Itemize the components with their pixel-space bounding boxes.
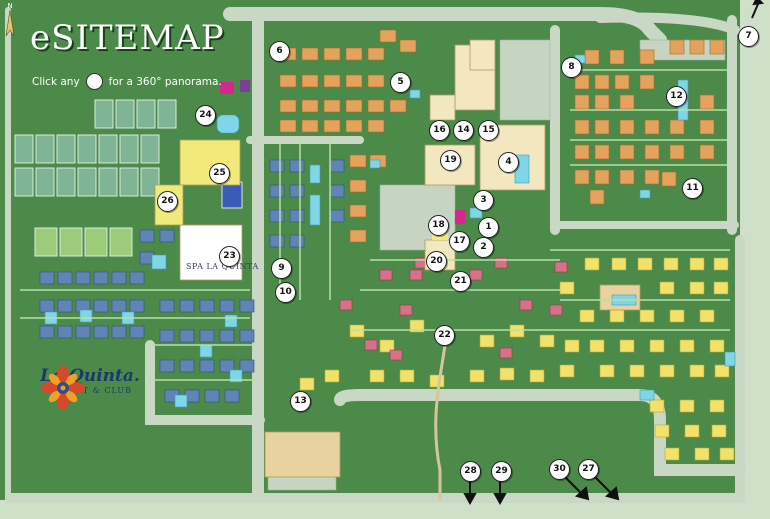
panorama-marker-icon — [85, 73, 103, 90]
panorama-marker-26[interactable]: 26 — [157, 191, 178, 212]
panorama-marker-9[interactable]: 9 — [271, 258, 292, 279]
yellow-casitas — [299, 257, 735, 461]
spa-label: SPA LA QUINTA — [186, 262, 259, 271]
flower-logo-icon — [41, 366, 85, 410]
north-arrow-icon: N — [5, 2, 15, 37]
panorama-marker-12[interactable]: 12 — [666, 86, 687, 107]
panorama-marker-25[interactable]: 25 — [209, 163, 230, 184]
panorama-marker-28[interactable]: 28 — [460, 461, 481, 482]
panorama-marker-22[interactable]: 22 — [434, 325, 455, 346]
panorama-marker-18[interactable]: 18 — [428, 215, 449, 236]
tennis-courts — [14, 99, 243, 257]
panorama-marker-10[interactable]: 10 — [275, 282, 296, 303]
logo-tagline: RESORT & CLUB — [48, 386, 132, 395]
panorama-marker-15[interactable]: 15 — [478, 120, 499, 141]
panorama-marker-24[interactable]: 24 — [195, 105, 216, 126]
panorama-marker-14[interactable]: 14 — [453, 120, 474, 141]
light-paths — [20, 69, 730, 381]
panorama-marker-20[interactable]: 20 — [426, 251, 447, 272]
panorama-marker-6[interactable]: 6 — [269, 41, 290, 62]
panorama-marker-5[interactable]: 5 — [390, 72, 411, 93]
panorama-marker-13[interactable]: 13 — [290, 391, 311, 412]
panorama-instruction: Click any for a 360° panorama. — [32, 73, 222, 90]
panorama-marker-3[interactable]: 3 — [473, 190, 494, 211]
blue-casitas — [39, 159, 345, 403]
panorama-marker-29[interactable]: 29 — [491, 461, 512, 482]
resort-logo: La Quinta. RESORT & CLUB — [40, 365, 140, 410]
orange-casitas — [279, 29, 725, 243]
panorama-marker-17[interactable]: 17 — [449, 231, 470, 252]
panorama-marker-19[interactable]: 19 — [440, 150, 461, 171]
panorama-marker-11[interactable]: 11 — [682, 178, 703, 199]
panorama-marker-16[interactable]: 16 — [429, 120, 450, 141]
panorama-marker-23[interactable]: 23 — [219, 246, 240, 267]
map-title: eSITEMAP — [30, 18, 225, 58]
panorama-marker-30[interactable]: 30 — [549, 459, 570, 480]
entrance-arrows — [463, 0, 765, 506]
panorama-marker-2[interactable]: 2 — [473, 237, 494, 258]
instruction-before: Click any — [32, 75, 80, 88]
walking-path — [434, 344, 447, 500]
panorama-marker-8[interactable]: 8 — [561, 57, 582, 78]
panorama-marker-4[interactable]: 4 — [498, 152, 519, 173]
panorama-marker-1[interactable]: 1 — [478, 217, 499, 238]
instruction-after: for a 360° panorama. — [108, 75, 222, 88]
panorama-marker-21[interactable]: 21 — [450, 271, 471, 292]
compass-label: N — [7, 2, 12, 10]
pink-casitas — [339, 257, 568, 361]
panorama-marker-27[interactable]: 27 — [578, 459, 599, 480]
panorama-marker-7[interactable]: 7 — [738, 26, 759, 47]
